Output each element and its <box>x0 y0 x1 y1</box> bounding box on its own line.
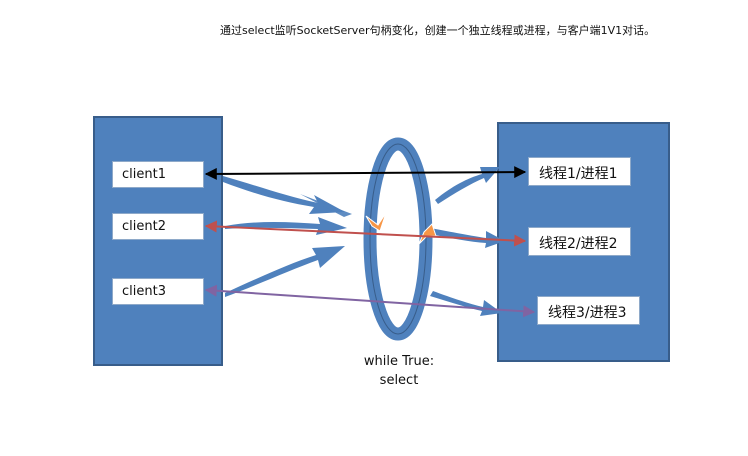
loop-caption: while True: select <box>358 352 440 390</box>
worker2-box: 线程2/进程2 <box>528 227 631 256</box>
client3-box: client3 <box>112 278 204 305</box>
worker1-box: 线程1/进程1 <box>528 157 631 186</box>
blue-arrow-worker3 <box>430 291 502 316</box>
blue-arrow-client2-b <box>300 194 352 217</box>
link-client3-worker3 <box>204 284 536 318</box>
client2-box: client2 <box>112 213 204 240</box>
blue-arrow-client3 <box>225 246 345 297</box>
blue-arrow-client1 <box>223 176 345 214</box>
link-client2-worker2 <box>204 220 527 247</box>
worker3-box: 线程3/进程3 <box>537 296 640 325</box>
loop-caption-line2: select <box>379 373 419 388</box>
link-client1-worker1 <box>204 166 527 180</box>
client1-box: client1 <box>112 161 204 188</box>
diagram-title: 通过select监听SocketServer句柄变化，创建一个独立线程或进程，与… <box>220 24 656 37</box>
loop-caption-line1: while True: <box>363 354 435 369</box>
